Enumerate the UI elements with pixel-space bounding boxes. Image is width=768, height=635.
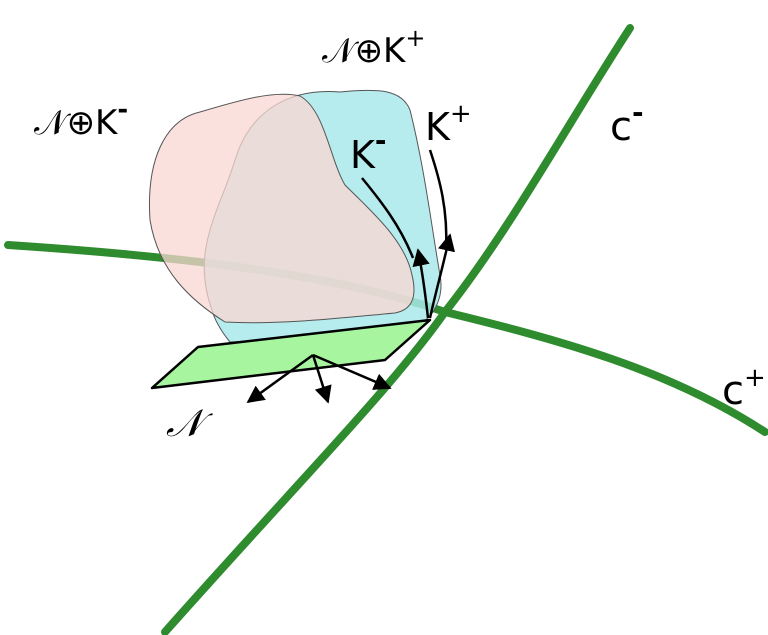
label-k-plus: K+ [425,99,472,149]
tangent-arrow-k-minus [412,248,430,319]
normal-arrow-right [312,353,392,390]
label-n-oplus-k-plus: 𝒩⊕K+ [322,24,425,71]
label-c-minus: c- [610,96,644,150]
label-k-minus: K- [350,124,387,177]
normal-arrow-down [311,354,332,404]
normal-arrow-left [246,353,314,404]
region-n-oplus-k-minus [148,93,415,324]
plane-n [150,318,432,390]
arc-k-minus [361,177,415,259]
tangent-arrow-k-plus [428,233,456,319]
arc-k-plus [428,149,448,251]
curve-c-plus-branch [4,241,768,436]
label-c-plus: c+ [722,363,766,414]
label-n-oplus-k-minus: 𝒩⊕K- [34,95,128,143]
label-n: 𝒩 [166,401,214,445]
